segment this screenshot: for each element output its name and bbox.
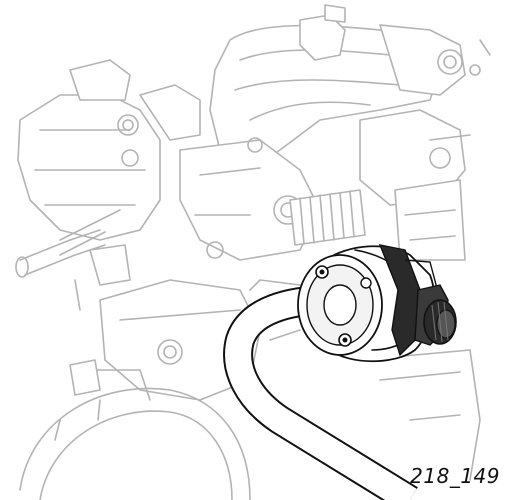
tool-bolts	[315, 265, 372, 347]
bellows-hose	[289, 189, 366, 246]
engine-ghost-drawing	[15, 4, 491, 500]
holding-tool	[223, 244, 457, 500]
figure-reference-code: 218_149	[410, 464, 500, 488]
tool-clamp-strap	[378, 244, 439, 357]
tool-knob	[414, 284, 457, 346]
